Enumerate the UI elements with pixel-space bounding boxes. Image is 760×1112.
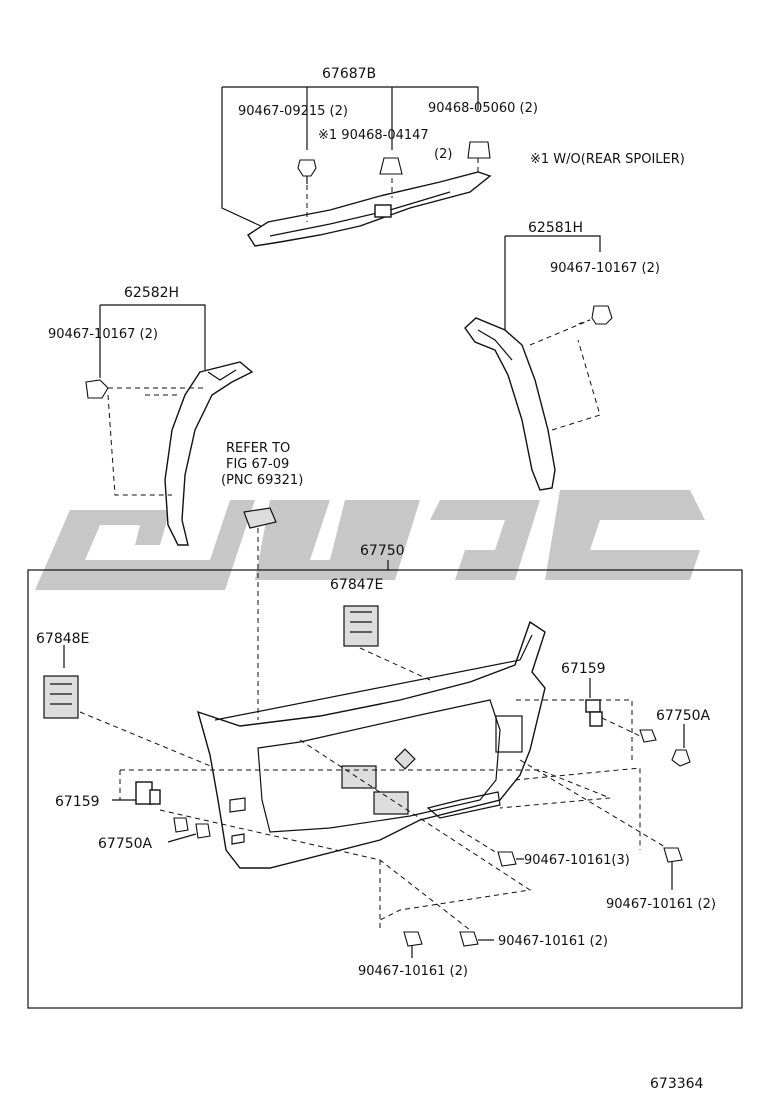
- label-clip-top-left: 90467-09215 (2): [238, 104, 348, 119]
- label-clip-bottom-mid: 90467-10161(3): [524, 853, 630, 868]
- label-67687B: 67687B: [322, 66, 376, 82]
- service-cover-right-top: [343, 605, 431, 681]
- clip-icon: [497, 851, 524, 867]
- label-right-pillar-clip: 90467-10167 (2): [550, 261, 660, 276]
- screw-icon: [167, 823, 211, 843]
- right-pillar-trim: [464, 235, 601, 491]
- clip-icon: [297, 159, 317, 184]
- refer-to-line-1: REFER TO: [226, 441, 290, 456]
- clip-icon: [663, 847, 683, 890]
- handle-part: [243, 507, 277, 720]
- retainer-right: [585, 678, 641, 737]
- label-clip-top-mid: ※1 90468-04147: [318, 128, 429, 143]
- label-67159-right: 67159: [561, 661, 606, 677]
- refer-to-line-2: FIG 67-09: [226, 457, 289, 472]
- label-clip-bottom-left: 90467-10161 (2): [358, 964, 468, 979]
- assembly-frame: [27, 569, 743, 1009]
- clip-icon: [379, 157, 403, 175]
- clip-icon: [467, 141, 491, 159]
- label-67847E: 67847E: [330, 577, 383, 593]
- label-67750A-right: 67750A: [656, 708, 711, 724]
- label-clip-top-right: 90468-05060 (2): [428, 101, 538, 116]
- label-clip-bottom-center: 90467-10161 (2): [498, 934, 608, 949]
- back-door-trim-panel: [196, 620, 546, 869]
- screw-icon: [671, 724, 691, 767]
- label-67750: 67750: [360, 543, 405, 559]
- label-left-pillar-clip: 90467-10167 (2): [48, 327, 158, 342]
- watermark-logo: [35, 490, 705, 590]
- screw-icon: [173, 817, 189, 833]
- clip-icon: [403, 931, 423, 958]
- label-62581H: 62581H: [528, 220, 583, 236]
- note-rear-spoiler: ※1 W/O(REAR SPOILER): [530, 152, 685, 167]
- clip-icon: [591, 305, 613, 325]
- service-cover-left: [43, 645, 300, 771]
- figure-number: 673364: [650, 1076, 704, 1092]
- left-pillar-trim: [99, 304, 254, 546]
- top-header-trim: [221, 86, 492, 247]
- clip-icon: [85, 379, 109, 399]
- clip-icon: [459, 931, 494, 947]
- retainer-left: [112, 781, 161, 805]
- refer-to-line-3: (PNC 69321): [221, 473, 303, 488]
- screw-icon: [639, 729, 657, 743]
- label-67848E: 67848E: [36, 631, 89, 647]
- label-clip-top-mid-qty: (2): [434, 147, 452, 162]
- label-62582H: 62582H: [124, 285, 179, 301]
- label-67750A-left: 67750A: [98, 836, 153, 852]
- label-clip-bottom-right: 90467-10161 (2): [606, 897, 716, 912]
- label-67159-left: 67159: [55, 794, 100, 810]
